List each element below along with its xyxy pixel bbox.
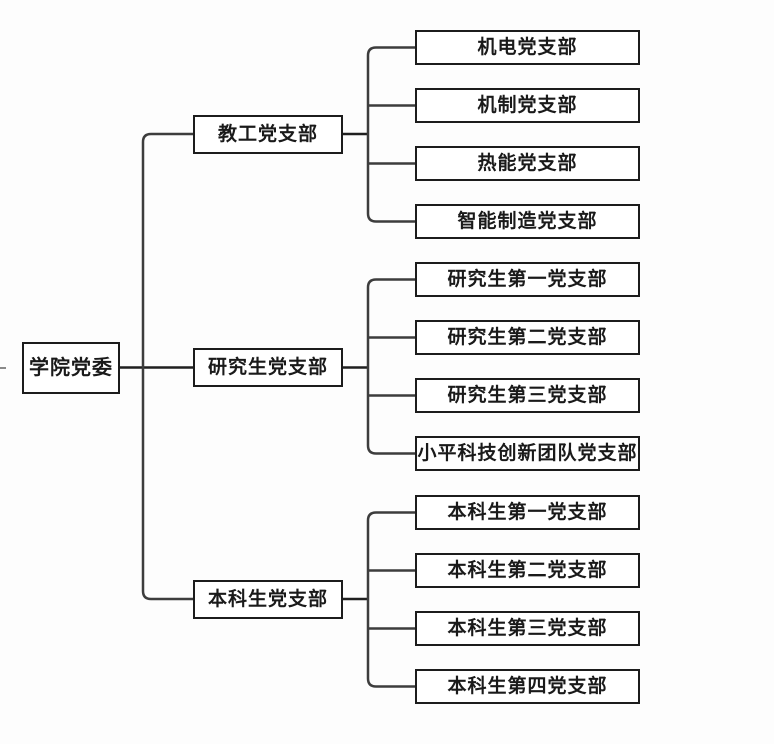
node-branch-undergraduate: 本科生党支部 [193, 580, 343, 619]
node-leaf-graduate-first: 研究生第一党支部 [415, 262, 640, 297]
node-branch-faculty: 教工党支部 [193, 115, 343, 154]
node-branch-graduate: 研究生党支部 [193, 348, 343, 387]
node-leaf-graduate-second: 研究生第二党支部 [415, 320, 640, 355]
node-leaf-undergrad-second: 本科生第二党支部 [415, 553, 640, 588]
node-college-party-committee: 学院党委 [22, 342, 120, 394]
node-leaf-mechatronics: 机电党支部 [415, 30, 640, 65]
node-leaf-machine-design: 机制党支部 [415, 88, 640, 123]
node-leaf-intelligent-manufacturing: 智能制造党支部 [415, 204, 640, 239]
node-leaf-graduate-third: 研究生第三党支部 [415, 378, 640, 413]
node-leaf-xiaoping-innovation-team: 小平科技创新团队党支部 [415, 436, 640, 471]
node-leaf-thermal-energy: 热能党支部 [415, 146, 640, 181]
node-leaf-undergrad-third: 本科生第三党支部 [415, 611, 640, 646]
node-leaf-undergrad-fourth: 本科生第四党支部 [415, 669, 640, 704]
node-leaf-undergrad-first: 本科生第一党支部 [415, 495, 640, 530]
